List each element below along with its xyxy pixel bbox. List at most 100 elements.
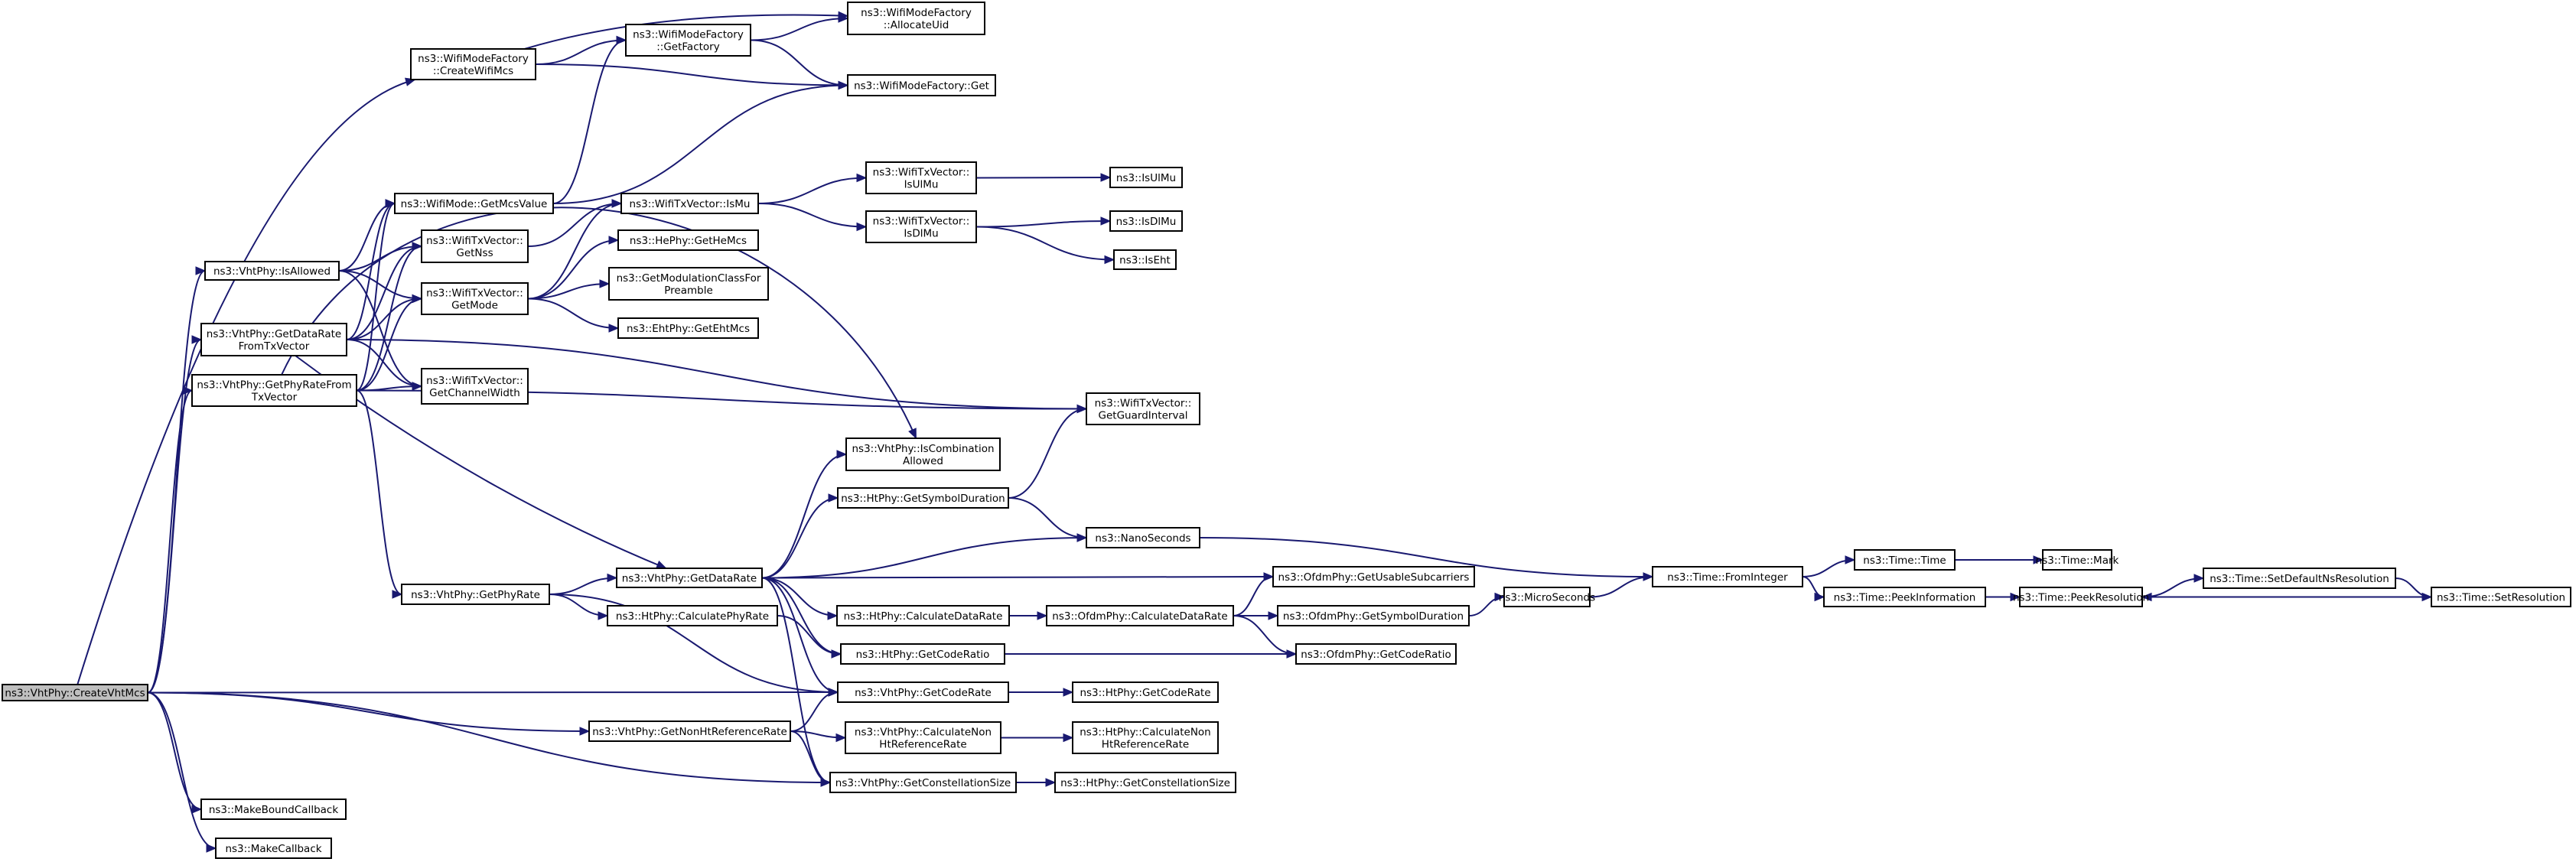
function-node-n18[interactable]: ns3::HePhy::GetHeMcs — [617, 229, 759, 251]
function-node-n47[interactable]: ns3::VhtPhy::GetConstellationSize — [829, 772, 1017, 793]
function-node-n17[interactable]: ns3::IsEht — [1113, 249, 1177, 270]
function-node-n43[interactable]: ns3::HtPhy::GetCodeRate — [1072, 681, 1219, 703]
node-box[interactable] — [421, 368, 529, 405]
node-box[interactable] — [845, 438, 1001, 471]
node-box[interactable] — [840, 643, 1005, 665]
function-node-n24[interactable]: ns3::NanoSeconds — [1086, 527, 1200, 548]
node-box[interactable] — [2019, 587, 2143, 607]
node-box[interactable] — [1072, 721, 1219, 754]
node-box[interactable] — [847, 74, 996, 96]
node-box[interactable] — [847, 2, 985, 35]
function-node-n25[interactable]: ns3::VhtPhy::GetPhyRate — [401, 584, 550, 605]
node-box[interactable] — [200, 323, 347, 356]
function-node-n4[interactable]: ns3::WifiModeFactory::Get — [847, 74, 996, 96]
node-box[interactable] — [617, 229, 759, 251]
function-node-n39[interactable]: ns3::Time::SetResolution — [2431, 587, 2571, 607]
function-node-n2[interactable]: ns3::WifiModeFactory::GetFactory — [625, 24, 751, 57]
function-node-n41[interactable]: ns3::OfdmPhy::GetCodeRatio — [1295, 643, 1457, 665]
function-node-n38[interactable]: ns3::Time::SetDefaultNsResolution — [2203, 568, 2396, 589]
function-node-n49[interactable]: ns3::MakeBoundCallback — [200, 799, 347, 820]
node-box[interactable] — [1277, 605, 1470, 626]
function-node-n5[interactable]: ns3::VhtPhy::IsAllowed — [204, 261, 340, 281]
function-node-n36[interactable]: ns3::Time::PeekInformation — [1823, 587, 1986, 607]
node-box[interactable] — [616, 568, 763, 588]
node-box[interactable] — [2042, 549, 2112, 571]
node-box[interactable] — [865, 161, 977, 194]
function-node-n27[interactable]: ns3::HtPhy::CalculatePhyRate — [607, 605, 778, 626]
function-node-n0[interactable]: ns3::VhtPhy::CreateVhtMcs — [2, 684, 148, 701]
function-node-n13[interactable]: ns3::WifiTxVector::IsUlMu — [865, 161, 977, 194]
node-box[interactable] — [394, 193, 554, 214]
node-box[interactable] — [1113, 249, 1177, 270]
node-box[interactable] — [837, 487, 1009, 509]
function-node-n42[interactable]: ns3::VhtPhy::GetCodeRate — [837, 681, 1009, 703]
node-box[interactable] — [191, 374, 357, 407]
node-box[interactable] — [204, 261, 340, 281]
node-box[interactable] — [1086, 527, 1200, 548]
node-box[interactable] — [1086, 392, 1200, 425]
function-node-n23[interactable]: ns3::HtPhy::GetSymbolDuration — [837, 487, 1009, 509]
function-node-n28[interactable]: ns3::HtPhy::CalculateDataRate — [836, 605, 1010, 626]
node-box[interactable] — [1503, 587, 1591, 607]
function-node-n33[interactable]: ns3::Time::FromInteger — [1652, 566, 1803, 587]
node-box[interactable] — [837, 681, 1009, 703]
node-box[interactable] — [421, 229, 529, 263]
function-node-n35[interactable]: ns3::Time::Mark — [2036, 549, 2119, 571]
function-node-n20[interactable]: ns3::EhtPhy::GetEhtMcs — [617, 317, 759, 339]
node-box[interactable] — [1072, 681, 1219, 703]
function-node-n31[interactable]: ns3::OfdmPhy::GetSymbolDuration — [1277, 605, 1470, 626]
node-box[interactable] — [1272, 566, 1475, 587]
node-box[interactable] — [1109, 210, 1183, 232]
function-node-n1[interactable]: ns3::WifiModeFactory::CreateWifiMcs — [410, 48, 536, 80]
node-box[interactable] — [607, 605, 778, 626]
function-node-n7[interactable]: ns3::WifiTxVector::GetNss — [421, 229, 529, 263]
function-node-n30[interactable]: ns3::OfdmPhy::GetUsableSubcarriers — [1272, 566, 1475, 587]
node-box[interactable] — [2, 684, 148, 701]
node-box[interactable] — [1854, 549, 1956, 571]
function-node-n12[interactable]: ns3::WifiTxVector::IsMu — [620, 193, 759, 214]
node-box[interactable] — [625, 24, 751, 57]
function-node-n6[interactable]: ns3::WifiMode::GetMcsValue — [394, 193, 554, 214]
function-node-n32[interactable]: ns3::MicroSeconds — [1499, 587, 1595, 607]
node-box[interactable] — [865, 210, 977, 243]
function-node-n44[interactable]: ns3::VhtPhy::GetNonHtReferenceRate — [588, 721, 791, 742]
function-node-n21[interactable]: ns3::WifiTxVector::GetGuardInterval — [1086, 392, 1200, 425]
function-node-n29[interactable]: ns3::OfdmPhy::CalculateDataRate — [1046, 605, 1234, 626]
node-box[interactable] — [2203, 568, 2396, 589]
node-box[interactable] — [215, 838, 332, 859]
function-node-n3[interactable]: ns3::WifiModeFactory::AllocateUid — [847, 2, 985, 35]
node-box[interactable] — [200, 799, 347, 820]
node-box[interactable] — [829, 772, 1017, 793]
node-box[interactable] — [620, 193, 759, 214]
node-box[interactable] — [845, 721, 1001, 754]
function-node-n9[interactable]: ns3::WifiTxVector::GetChannelWidth — [421, 368, 529, 405]
function-node-n48[interactable]: ns3::HtPhy::GetConstellationSize — [1054, 772, 1236, 793]
node-box[interactable] — [401, 584, 550, 605]
function-node-n50[interactable]: ns3::MakeCallback — [215, 838, 332, 859]
node-box[interactable] — [2431, 587, 2571, 607]
node-box[interactable] — [1054, 772, 1236, 793]
function-node-n15[interactable]: ns3::IsUlMu — [1109, 167, 1183, 188]
node-box[interactable] — [588, 721, 791, 742]
node-box[interactable] — [1652, 566, 1803, 587]
function-node-n34[interactable]: ns3::Time::Time — [1854, 549, 1956, 571]
node-box[interactable] — [421, 282, 529, 315]
function-node-n37[interactable]: ns3::Time::PeekResolution — [2013, 587, 2149, 607]
node-box[interactable] — [608, 267, 769, 301]
node-box[interactable] — [617, 317, 759, 339]
node-box[interactable] — [1295, 643, 1457, 665]
function-node-n40[interactable]: ns3::HtPhy::GetCodeRatio — [840, 643, 1005, 665]
node-box[interactable] — [1823, 587, 1986, 607]
node-box[interactable] — [836, 605, 1010, 626]
function-node-n16[interactable]: ns3::IsDlMu — [1109, 210, 1183, 232]
function-node-n26[interactable]: ns3::VhtPhy::GetDataRate — [616, 568, 763, 588]
node-box[interactable] — [1109, 167, 1183, 188]
node-box[interactable] — [1046, 605, 1234, 626]
node-box[interactable] — [410, 48, 536, 80]
